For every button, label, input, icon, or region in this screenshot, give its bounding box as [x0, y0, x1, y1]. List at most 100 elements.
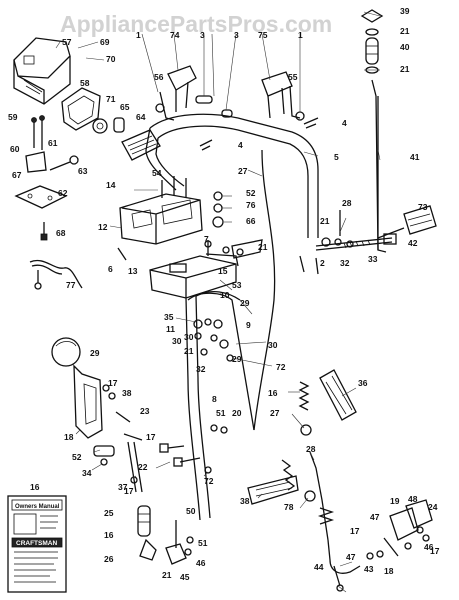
- part-label: 37: [118, 482, 128, 492]
- part-label: 10: [220, 290, 230, 300]
- part-label: 78: [284, 502, 294, 512]
- part-label: 21: [320, 216, 330, 226]
- part-label: 71: [106, 94, 116, 104]
- part-label: 72: [204, 476, 214, 486]
- part-label: 23: [140, 406, 150, 416]
- part-label: 3: [234, 30, 239, 40]
- part-label: 29: [232, 354, 242, 364]
- part-label: 30: [184, 332, 194, 342]
- bottom-right-linkage: [327, 539, 384, 592]
- part-label: 22: [138, 462, 148, 472]
- part-label: 32: [196, 364, 206, 374]
- part-label: 5: [334, 152, 339, 162]
- part-label: 63: [78, 166, 88, 176]
- mid-washers: [204, 424, 228, 474]
- handle-frame: [145, 113, 319, 238]
- control-cable: [253, 149, 276, 431]
- leader-lines: [55, 11, 381, 593]
- headlight-housing: [13, 37, 71, 105]
- part-label: 28: [306, 444, 316, 454]
- part-label: 56: [154, 72, 164, 82]
- part-label: 70: [106, 54, 116, 64]
- part-label: 18: [64, 432, 74, 442]
- shift-lever: [73, 364, 103, 439]
- part-label: 17: [430, 546, 440, 556]
- part-label: 32: [340, 258, 350, 268]
- watermark-text: AppliancePartsPros.com: [60, 11, 332, 37]
- part-label: 57: [62, 37, 72, 47]
- part-label: 39: [400, 6, 410, 16]
- part-label: 50: [186, 506, 196, 516]
- upper-fasteners: [155, 95, 319, 151]
- part-label: 12: [98, 222, 108, 232]
- part-label: 27: [238, 166, 248, 176]
- shift-knob: [51, 337, 81, 367]
- part-label: 58: [80, 78, 90, 88]
- part-label: 47: [346, 552, 356, 562]
- handle-levers: [159, 85, 301, 121]
- wire-harness: [29, 259, 83, 290]
- part-label: 61: [48, 138, 58, 148]
- lower-handle: [185, 290, 255, 521]
- lamp-lens: [61, 87, 101, 131]
- left-grip: [167, 65, 197, 112]
- part-label: 6: [108, 264, 113, 274]
- grip-72-lower: [247, 475, 316, 505]
- small-hardware-left: [14, 115, 79, 241]
- part-label: 47: [370, 512, 380, 522]
- manual-brand: CRAFTSMAN: [16, 540, 57, 547]
- lower-handle-washers: [193, 318, 234, 362]
- part-label: 4: [238, 140, 243, 150]
- part-label: 18: [384, 566, 394, 576]
- part-label: 59: [8, 112, 18, 122]
- part-label: 1: [136, 30, 141, 40]
- part-label: 24: [428, 502, 438, 512]
- part-number-labels: 39 21 40 21 57 69 70 1 74 3 3 75 1 58 56…: [8, 6, 440, 582]
- part-label: 21: [162, 570, 172, 580]
- part-label: 51: [198, 538, 208, 548]
- lower-control-bracket: [117, 239, 263, 299]
- part-label: 41: [410, 152, 420, 162]
- shift-hardware: [102, 384, 143, 441]
- part-label: 4: [342, 118, 347, 128]
- part-label: 52: [72, 452, 82, 462]
- part-label: 7: [204, 234, 209, 244]
- part-label: 3: [200, 30, 205, 40]
- part-label: 30: [268, 340, 278, 350]
- part-label: 43: [364, 564, 374, 574]
- part-label: 25: [104, 508, 114, 518]
- control-box-hardware: [204, 191, 224, 256]
- part-label: 46: [196, 558, 206, 568]
- part-label: 17: [350, 526, 360, 536]
- part-label: 67: [12, 170, 22, 180]
- part-label: 72: [276, 362, 286, 372]
- part-label: 34: [82, 468, 92, 478]
- right-grip: [261, 71, 293, 119]
- crank-knob-stack: [360, 9, 387, 253]
- part-label: 27: [270, 408, 280, 418]
- part-label: 2: [320, 258, 325, 268]
- part-label: 14: [106, 180, 116, 190]
- reflector: [121, 129, 161, 161]
- part-label: 21: [258, 242, 268, 252]
- part-label: 11: [166, 324, 175, 334]
- part-label: 36: [358, 378, 368, 388]
- part-label: 68: [56, 228, 66, 238]
- part-label: 1: [298, 30, 303, 40]
- part-label: 8: [212, 394, 217, 404]
- lower-linkage: [137, 505, 194, 565]
- part-label: 62: [58, 188, 68, 198]
- part-label: 17: [146, 432, 156, 442]
- part-label: 74: [170, 30, 180, 40]
- part-label: 17: [124, 486, 134, 496]
- clutch-bracket: [383, 499, 433, 557]
- part-label: 16: [104, 530, 114, 540]
- owners-manual: Owners Manual CRAFTSMAN: [7, 495, 67, 593]
- shift-linkage: [93, 441, 143, 493]
- lamp-socket: [92, 117, 125, 134]
- part-label: 26: [104, 554, 114, 564]
- chute-crank-head: [377, 205, 437, 239]
- part-label: 20: [232, 408, 242, 418]
- part-label: 15: [218, 266, 228, 276]
